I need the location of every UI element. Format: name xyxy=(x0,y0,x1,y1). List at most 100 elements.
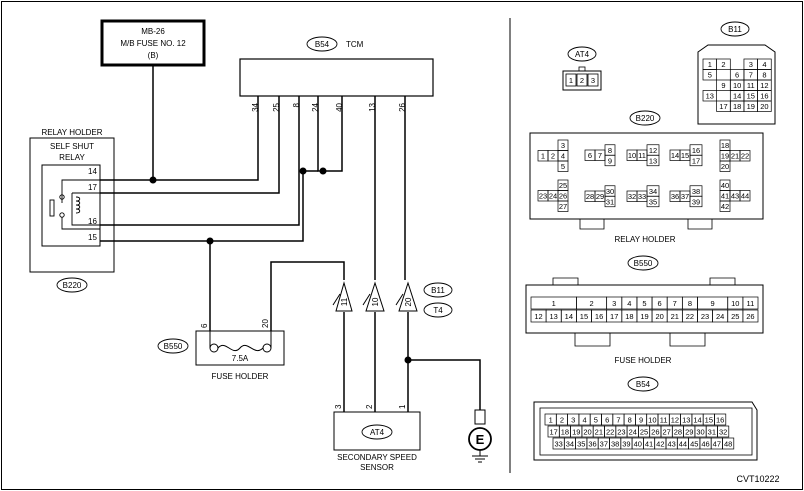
b11-housing xyxy=(697,44,776,125)
ground-lines xyxy=(472,450,488,463)
sensor-pin-3: 3 xyxy=(334,404,343,409)
fuse-rating: 7.5A xyxy=(232,354,249,363)
b550-pin: 5 xyxy=(642,299,646,308)
b11-pin: 17 xyxy=(719,102,727,111)
b550-pin: 12 xyxy=(534,312,542,321)
b54-pin: 39 xyxy=(622,439,630,448)
b54-pin: 20 xyxy=(583,427,591,436)
b54-pin: 28 xyxy=(674,427,682,436)
b54-pin: 2 xyxy=(560,415,564,424)
fuse-holder-box xyxy=(195,330,285,366)
b220-cell xyxy=(557,160,569,172)
joint-tag-bottom: T4 xyxy=(433,306,443,315)
relay-pin-16: 16 xyxy=(88,217,97,226)
b11-pin: 10 xyxy=(733,81,741,90)
b54-pin: 44 xyxy=(679,439,687,448)
b220-pin: 16 xyxy=(692,146,700,155)
b220-pin: 29 xyxy=(596,192,604,201)
ground-terminal xyxy=(474,409,486,425)
sensor-tag xyxy=(361,424,393,440)
b54-pin: 8 xyxy=(628,415,632,424)
b54-pin: 46 xyxy=(701,439,709,448)
sensor-label-1: SECONDARY SPEED xyxy=(337,453,417,462)
b550-name: B550 xyxy=(634,259,653,268)
wires xyxy=(100,65,481,412)
sensor-connector: AT4 xyxy=(370,428,385,437)
b220-pin: 17 xyxy=(692,156,700,165)
b220-cell xyxy=(739,190,751,202)
tcm-pin-26: 26 xyxy=(398,102,407,111)
b54-pin: 48 xyxy=(724,439,732,448)
b11-pin: 3 xyxy=(749,60,753,69)
b220-pin: 27 xyxy=(559,202,567,211)
b550-pin: 7 xyxy=(673,299,677,308)
b550-pin: 19 xyxy=(640,312,648,321)
b220-pin: 1 xyxy=(541,152,545,161)
b11-pin: 11 xyxy=(747,81,755,90)
b550-cell xyxy=(742,309,759,323)
relay-inner-box xyxy=(41,164,101,247)
b220-pin: 37 xyxy=(681,192,689,201)
b220-pin: 43 xyxy=(731,192,739,201)
b54-pin: 25 xyxy=(640,427,648,436)
b54-cell xyxy=(717,425,730,438)
b11-pin: 2 xyxy=(721,60,725,69)
b550-pin: 16 xyxy=(595,312,603,321)
sensor-box xyxy=(333,411,421,451)
b54-pin: 31 xyxy=(708,427,716,436)
b550-pin: 24 xyxy=(716,312,724,321)
b550-pin: 13 xyxy=(550,312,558,321)
b54-pin: 27 xyxy=(662,427,670,436)
b220-cell xyxy=(604,154,616,167)
b54-pin: 38 xyxy=(611,439,619,448)
b220-pin: 38 xyxy=(692,187,700,196)
b220-pin: 18 xyxy=(721,141,729,150)
b11-pin: 20 xyxy=(760,102,768,111)
b220-pin: 30 xyxy=(606,187,614,196)
b220-pin: 25 xyxy=(559,181,567,190)
ground-letter: E xyxy=(476,432,485,447)
b54-pin: 26 xyxy=(651,427,659,436)
b54-tag xyxy=(627,376,659,392)
b54-pin: 47 xyxy=(713,439,721,448)
fuse-holder-pin-20: 20 xyxy=(261,319,270,328)
b550-pin: 20 xyxy=(655,312,663,321)
b54-pin: 6 xyxy=(605,415,609,424)
b54-pin: 36 xyxy=(588,439,596,448)
tcm-pin-25: 25 xyxy=(272,102,281,111)
b550-pin: 14 xyxy=(565,312,573,321)
joint-tag-t4 xyxy=(423,302,453,318)
b550-pin: 15 xyxy=(580,312,588,321)
relay-internals xyxy=(49,179,100,230)
b220-pin: 15 xyxy=(681,151,689,160)
b54-pin: 23 xyxy=(617,427,625,436)
b220-label: RELAY HOLDER xyxy=(614,235,675,244)
b220-pin: 40 xyxy=(721,181,729,190)
b220-cell xyxy=(646,195,660,208)
at4-latch xyxy=(578,66,586,72)
b54-pin: 4 xyxy=(582,415,586,424)
fuse-holder-connector: B550 xyxy=(164,342,183,351)
b220-pin: 23 xyxy=(539,192,547,201)
at4-pin: 1 xyxy=(569,76,573,85)
b220-cell xyxy=(604,195,616,208)
b550-pin: 8 xyxy=(688,299,692,308)
b54-pin: 19 xyxy=(572,427,580,436)
fuse-box-line1: MB-26 xyxy=(141,27,165,36)
b11-pin: 19 xyxy=(747,102,755,111)
tcm-pin-40: 40 xyxy=(335,102,344,111)
b54-pin: 32 xyxy=(719,427,727,436)
b54-pin: 34 xyxy=(566,439,574,448)
b220-pin: 2 xyxy=(551,152,555,161)
b550-pin: 17 xyxy=(610,312,618,321)
b11-pin: 9 xyxy=(721,81,725,90)
tcm-label: TCM xyxy=(346,40,364,49)
b220-pin: 33 xyxy=(638,192,646,201)
b54-name: B54 xyxy=(636,380,651,389)
b54-pin: 45 xyxy=(690,439,698,448)
b54-pin: 17 xyxy=(549,427,557,436)
b11-pin: 4 xyxy=(762,60,766,69)
sensor-pin-1: 1 xyxy=(398,404,407,409)
